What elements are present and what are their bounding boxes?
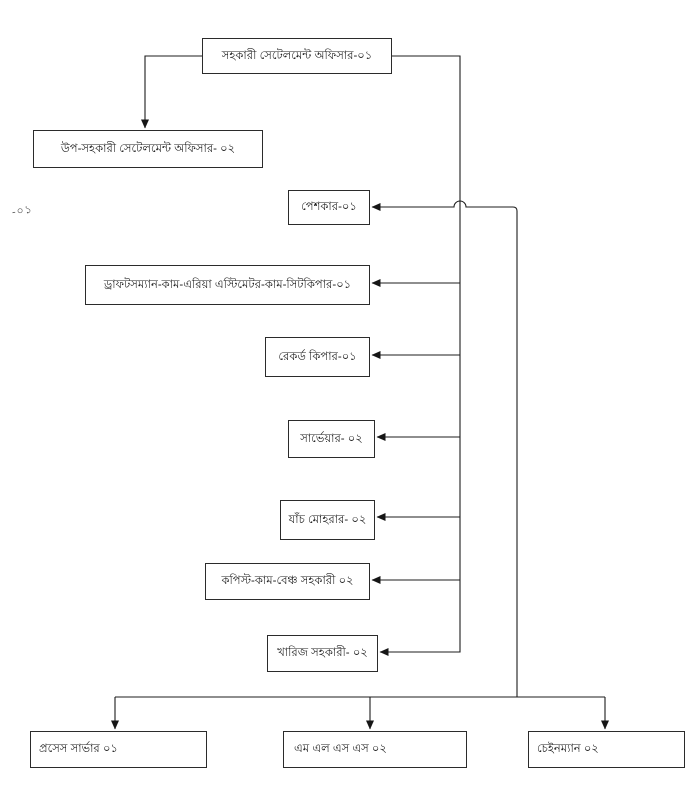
org-box-label: এম এল এস এস ০২ bbox=[294, 743, 387, 756]
org-box-label: খারিজ সহকারী- ০২ bbox=[277, 647, 368, 660]
edge-trunk-b-to-peshkar bbox=[371, 200, 518, 697]
org-box-label: উপ-সহকারী সেটেলমেন্ট অফিসার- ০২ bbox=[60, 142, 236, 155]
org-box-label: রেকর্ড কিপার-০১ bbox=[278, 350, 357, 363]
org-box-peshkar: পেশকার-০১ bbox=[288, 190, 370, 225]
org-box-label: সহকারী সেটেলমেন্ট অফিসার-০১ bbox=[221, 49, 373, 62]
edge-trunk-a-to-kharij bbox=[379, 55, 461, 656]
org-box-deputy-assistant-settlement-officer: উপ-সহকারী সেটেলমেন্ট অফিসার- ০২ bbox=[33, 130, 263, 168]
org-box-label: পেশকার-০১ bbox=[301, 201, 357, 214]
edge-top-to-deputy bbox=[141, 55, 202, 129]
org-box-label: চেইনম্যান ০২ bbox=[537, 743, 599, 756]
org-box-jach-moharar: যাঁচ মোহরার- ০২ bbox=[280, 500, 375, 540]
org-box-chainman: চেইনম্যান ০২ bbox=[528, 731, 685, 768]
org-box-record-keeper: রেকর্ড কিপার-০১ bbox=[265, 337, 370, 377]
org-box-mlss: এম এল এস এস ০২ bbox=[283, 731, 467, 768]
org-box-assistant-settlement-officer: সহকারী সেটেলমেন্ট অফিসার-০১ bbox=[202, 38, 392, 74]
org-box-label: যাঁচ মোহরার- ০২ bbox=[288, 513, 367, 526]
org-box-label: কপিস্ট-কাম-বেঞ্চ সহকারী ০২ bbox=[221, 575, 354, 588]
org-box-label: ড্রাফটসম্যান-কাম-এরিয়া এস্টিমেটর-কাম-সি… bbox=[103, 278, 352, 291]
stray-annotation: -০১ bbox=[11, 203, 34, 219]
org-box-kharij-assistant: খারিজ সহকারী- ০২ bbox=[267, 635, 378, 672]
org-box-surveyor: সার্ভেয়ার- ০২ bbox=[288, 420, 375, 458]
org-box-draftsman: ড্রাফটসম্যান-কাম-এরিয়া এস্টিমেটর-কাম-সি… bbox=[85, 265, 370, 305]
org-box-label: প্রসেস সার্ভার ০১ bbox=[39, 743, 118, 756]
org-box-process-server: প্রসেস সার্ভার ০১ bbox=[30, 731, 207, 768]
org-box-label: সার্ভেয়ার- ০২ bbox=[300, 432, 363, 445]
org-box-copyist: কপিস্ট-কাম-বেঞ্চ সহকারী ০২ bbox=[205, 563, 370, 600]
